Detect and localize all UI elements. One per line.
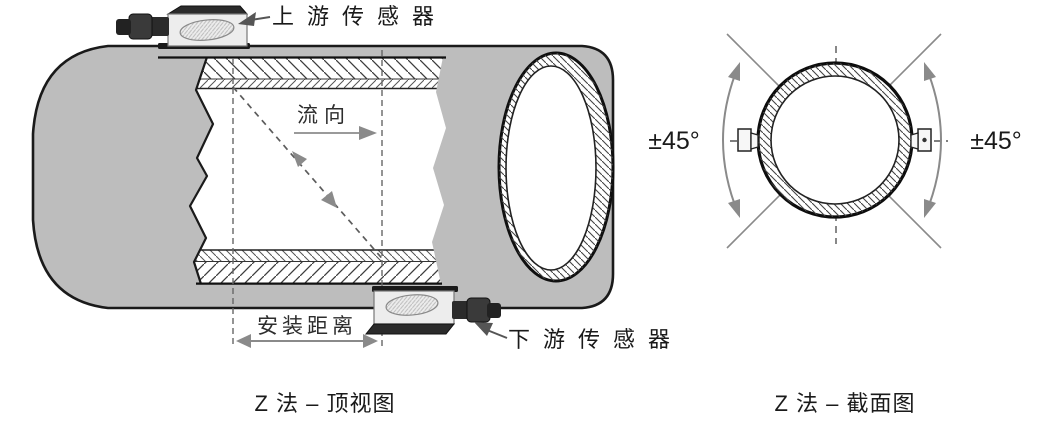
upstream-sensor-label: 上游传感器 (272, 4, 447, 29)
swing-arc-left-top-arrow-icon (728, 62, 740, 81)
dimension-arrow-left-icon (236, 334, 251, 348)
break-edge (188, 56, 215, 285)
upstream-sensor (116, 5, 250, 49)
upstream-transducer-face (179, 19, 235, 41)
upstream-cable-gland (116, 13, 169, 40)
swing-arc-left-path (722, 66, 739, 214)
left-view-caption: Z 法 – 顶视图 (254, 391, 395, 416)
beam-arrow-down-icon (321, 191, 337, 208)
pipe-wall-hatch-bottom-outer (190, 262, 446, 284)
cs-sensor-left-body (737, 128, 752, 152)
downstream-pointer-line (486, 329, 508, 339)
downstream-sensor-label: 下游传感器 (508, 327, 683, 352)
cross-section-pipe (756, 61, 914, 219)
pipe-cross-section-view: ±45° ±45° Z 法 – 截面图 (648, 33, 1022, 416)
pipe-top-view: 流向 (31, 4, 683, 416)
upstream-pointer-arrow-icon (238, 12, 256, 26)
swing-arc-right-bottom-arrow-icon (924, 199, 936, 218)
beam-path (232, 86, 387, 264)
swing-arc-left (722, 62, 740, 218)
downstream-sensor-bottom (364, 323, 456, 335)
beam-dashline (232, 86, 387, 264)
install-distance-label: 安装距离 (257, 315, 357, 338)
upstream-label-group: 上游传感器 (238, 4, 447, 29)
cs-sensor-left-nose (750, 132, 759, 150)
pipe-opening (497, 51, 615, 283)
swing-arc-right-path (925, 66, 942, 214)
swing-arc-right-top-arrow-icon (924, 62, 936, 81)
upstream-sensor-top (166, 5, 249, 15)
dimension-arrow-right-icon (363, 334, 378, 348)
downstream-transducer-face (385, 294, 439, 316)
install-distance-dimension: 安装距离 (236, 315, 378, 348)
downstream-cable-gland (452, 297, 501, 323)
downstream-sensor (364, 286, 501, 335)
pipe-wall-hatch-bottom-inner (190, 250, 446, 262)
pipe-wall-hatch-top-outer (190, 57, 446, 79)
flow-arrow-icon (359, 126, 377, 140)
cs-sensor-right-dot (922, 137, 927, 143)
pipe-opening-inner (505, 65, 597, 271)
cross-section-caption: Z 法 – 截面图 (774, 391, 915, 416)
flow-direction: 流向 (294, 104, 377, 140)
cs-sensor-right-nose (910, 132, 919, 150)
angle-label-right: ±45° (970, 127, 1022, 155)
pipe-ring-inner (770, 75, 900, 205)
downstream-label-group: 下游传感器 (474, 322, 683, 352)
cross-section-sensor-right (910, 128, 932, 152)
swing-arc-left-bottom-arrow-icon (728, 199, 740, 218)
downstream-pointer-arrow-icon (474, 322, 493, 336)
swing-arc-right (924, 62, 942, 218)
flow-direction-label: 流向 (297, 104, 351, 127)
beam-arrow-up-icon (292, 151, 307, 167)
cross-section-sensor-left (737, 128, 759, 152)
pipe-wall-hatch-top-inner (190, 79, 446, 89)
angle-label-left: ±45° (648, 127, 700, 155)
